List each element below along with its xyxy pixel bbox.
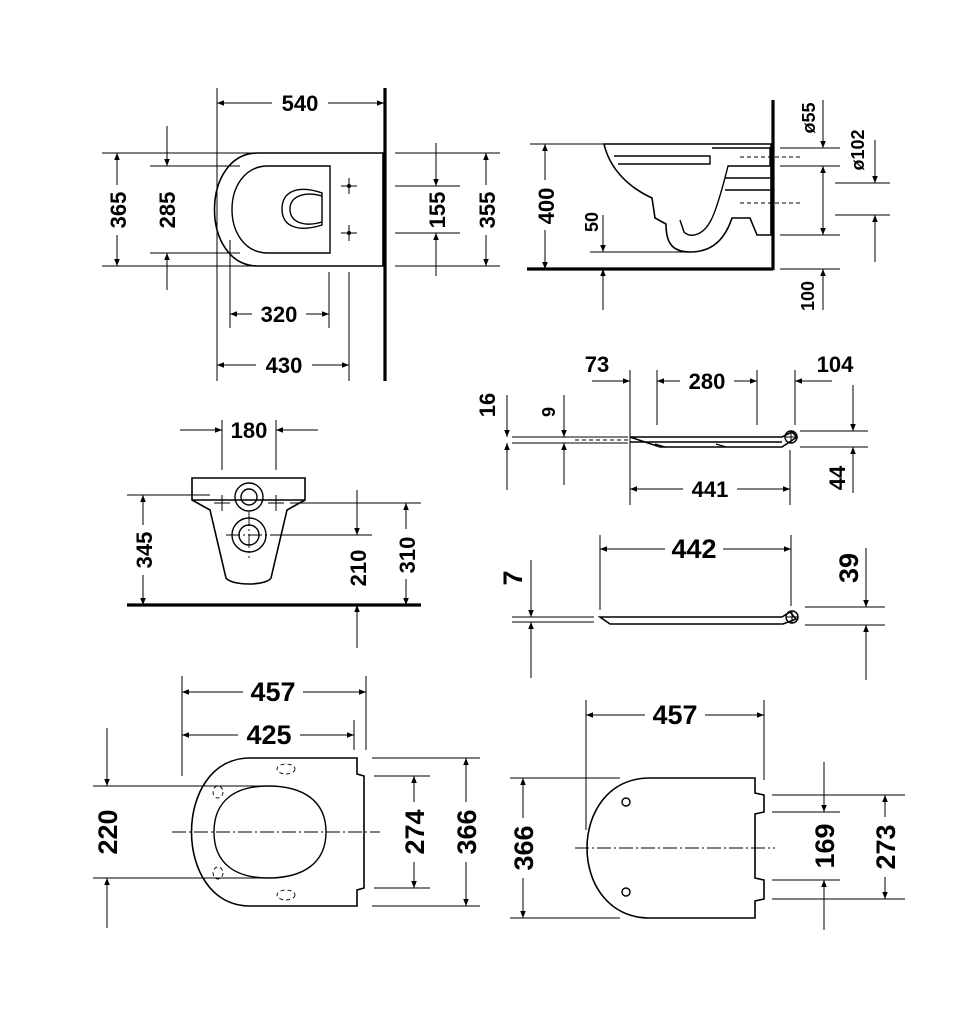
fixing-point-bottom xyxy=(341,225,357,241)
lid-top-view: 457 366 169 273 xyxy=(509,700,905,930)
bowl-outline xyxy=(213,152,384,267)
lid-buffer-top xyxy=(621,797,631,807)
dim-366-lid: 366 xyxy=(509,825,539,870)
dim-457-lid: 457 xyxy=(652,700,697,730)
fixing-right xyxy=(268,495,284,511)
toilet-top-view: 540 365 285 155 355 320 430 xyxy=(102,88,500,381)
dim-400: 400 xyxy=(534,188,559,225)
dim-274: 274 xyxy=(400,809,430,854)
lid-buffer-bottom xyxy=(621,887,631,897)
fixing-point-top xyxy=(341,178,357,194)
dim-d102: ø102 xyxy=(848,129,868,170)
lid-profile xyxy=(597,610,798,625)
fixing-left xyxy=(214,495,230,511)
dim-169: 169 xyxy=(810,823,840,868)
dim-210: 210 xyxy=(346,550,371,587)
dim-16: 16 xyxy=(475,393,500,417)
dim-365: 365 xyxy=(106,192,131,229)
dim-d55: ø55 xyxy=(799,102,819,133)
dim-44: 44 xyxy=(825,465,850,490)
dim-39: 39 xyxy=(834,553,864,583)
dim-457: 457 xyxy=(250,677,295,707)
dim-540: 540 xyxy=(282,91,319,116)
dim-280: 280 xyxy=(689,369,726,394)
dim-442: 442 xyxy=(671,534,716,564)
front-body xyxy=(191,477,306,585)
bowl-inner xyxy=(231,165,331,254)
dim-104: 104 xyxy=(817,352,854,377)
outlet-inner xyxy=(289,193,323,225)
dim-100: 100 xyxy=(798,281,818,311)
dim-355: 355 xyxy=(475,192,500,229)
inlet-circle xyxy=(234,482,264,512)
dim-285: 285 xyxy=(155,192,180,229)
seat-side-view-2: 442 7 39 xyxy=(498,534,885,680)
dim-9: 9 xyxy=(539,407,559,417)
seat-side-view-1: 16 9 73 280 104 441 44 xyxy=(475,352,868,505)
bowl-profile xyxy=(602,143,772,253)
dim-425: 425 xyxy=(246,720,291,750)
dim-320: 320 xyxy=(261,302,298,327)
dim-155: 155 xyxy=(425,192,450,229)
toilet-side-view: 400 50 ø55 ø102 100 xyxy=(527,100,890,311)
dim-220: 220 xyxy=(93,809,123,854)
dim-345: 345 xyxy=(132,532,157,569)
dim-273: 273 xyxy=(871,824,901,869)
outlet-spigot xyxy=(725,177,770,191)
buffer-top xyxy=(276,763,296,775)
dim-180: 180 xyxy=(231,418,268,443)
rim-inner xyxy=(614,155,711,165)
outlet-opening xyxy=(281,188,323,229)
seat-profile xyxy=(629,431,799,448)
dim-73: 73 xyxy=(585,352,609,377)
dim-50: 50 xyxy=(582,212,602,232)
dim-310: 310 xyxy=(395,537,420,574)
toilet-front-view: 180 345 210 310 xyxy=(127,418,421,648)
dim-7: 7 xyxy=(498,570,528,585)
dim-430: 430 xyxy=(266,353,303,378)
dim-366: 366 xyxy=(452,809,482,854)
buffer-bottom xyxy=(276,889,296,901)
dim-441: 441 xyxy=(692,477,729,502)
trap-way xyxy=(679,147,771,236)
seat-top-view: 457 425 220 274 366 xyxy=(93,676,482,928)
